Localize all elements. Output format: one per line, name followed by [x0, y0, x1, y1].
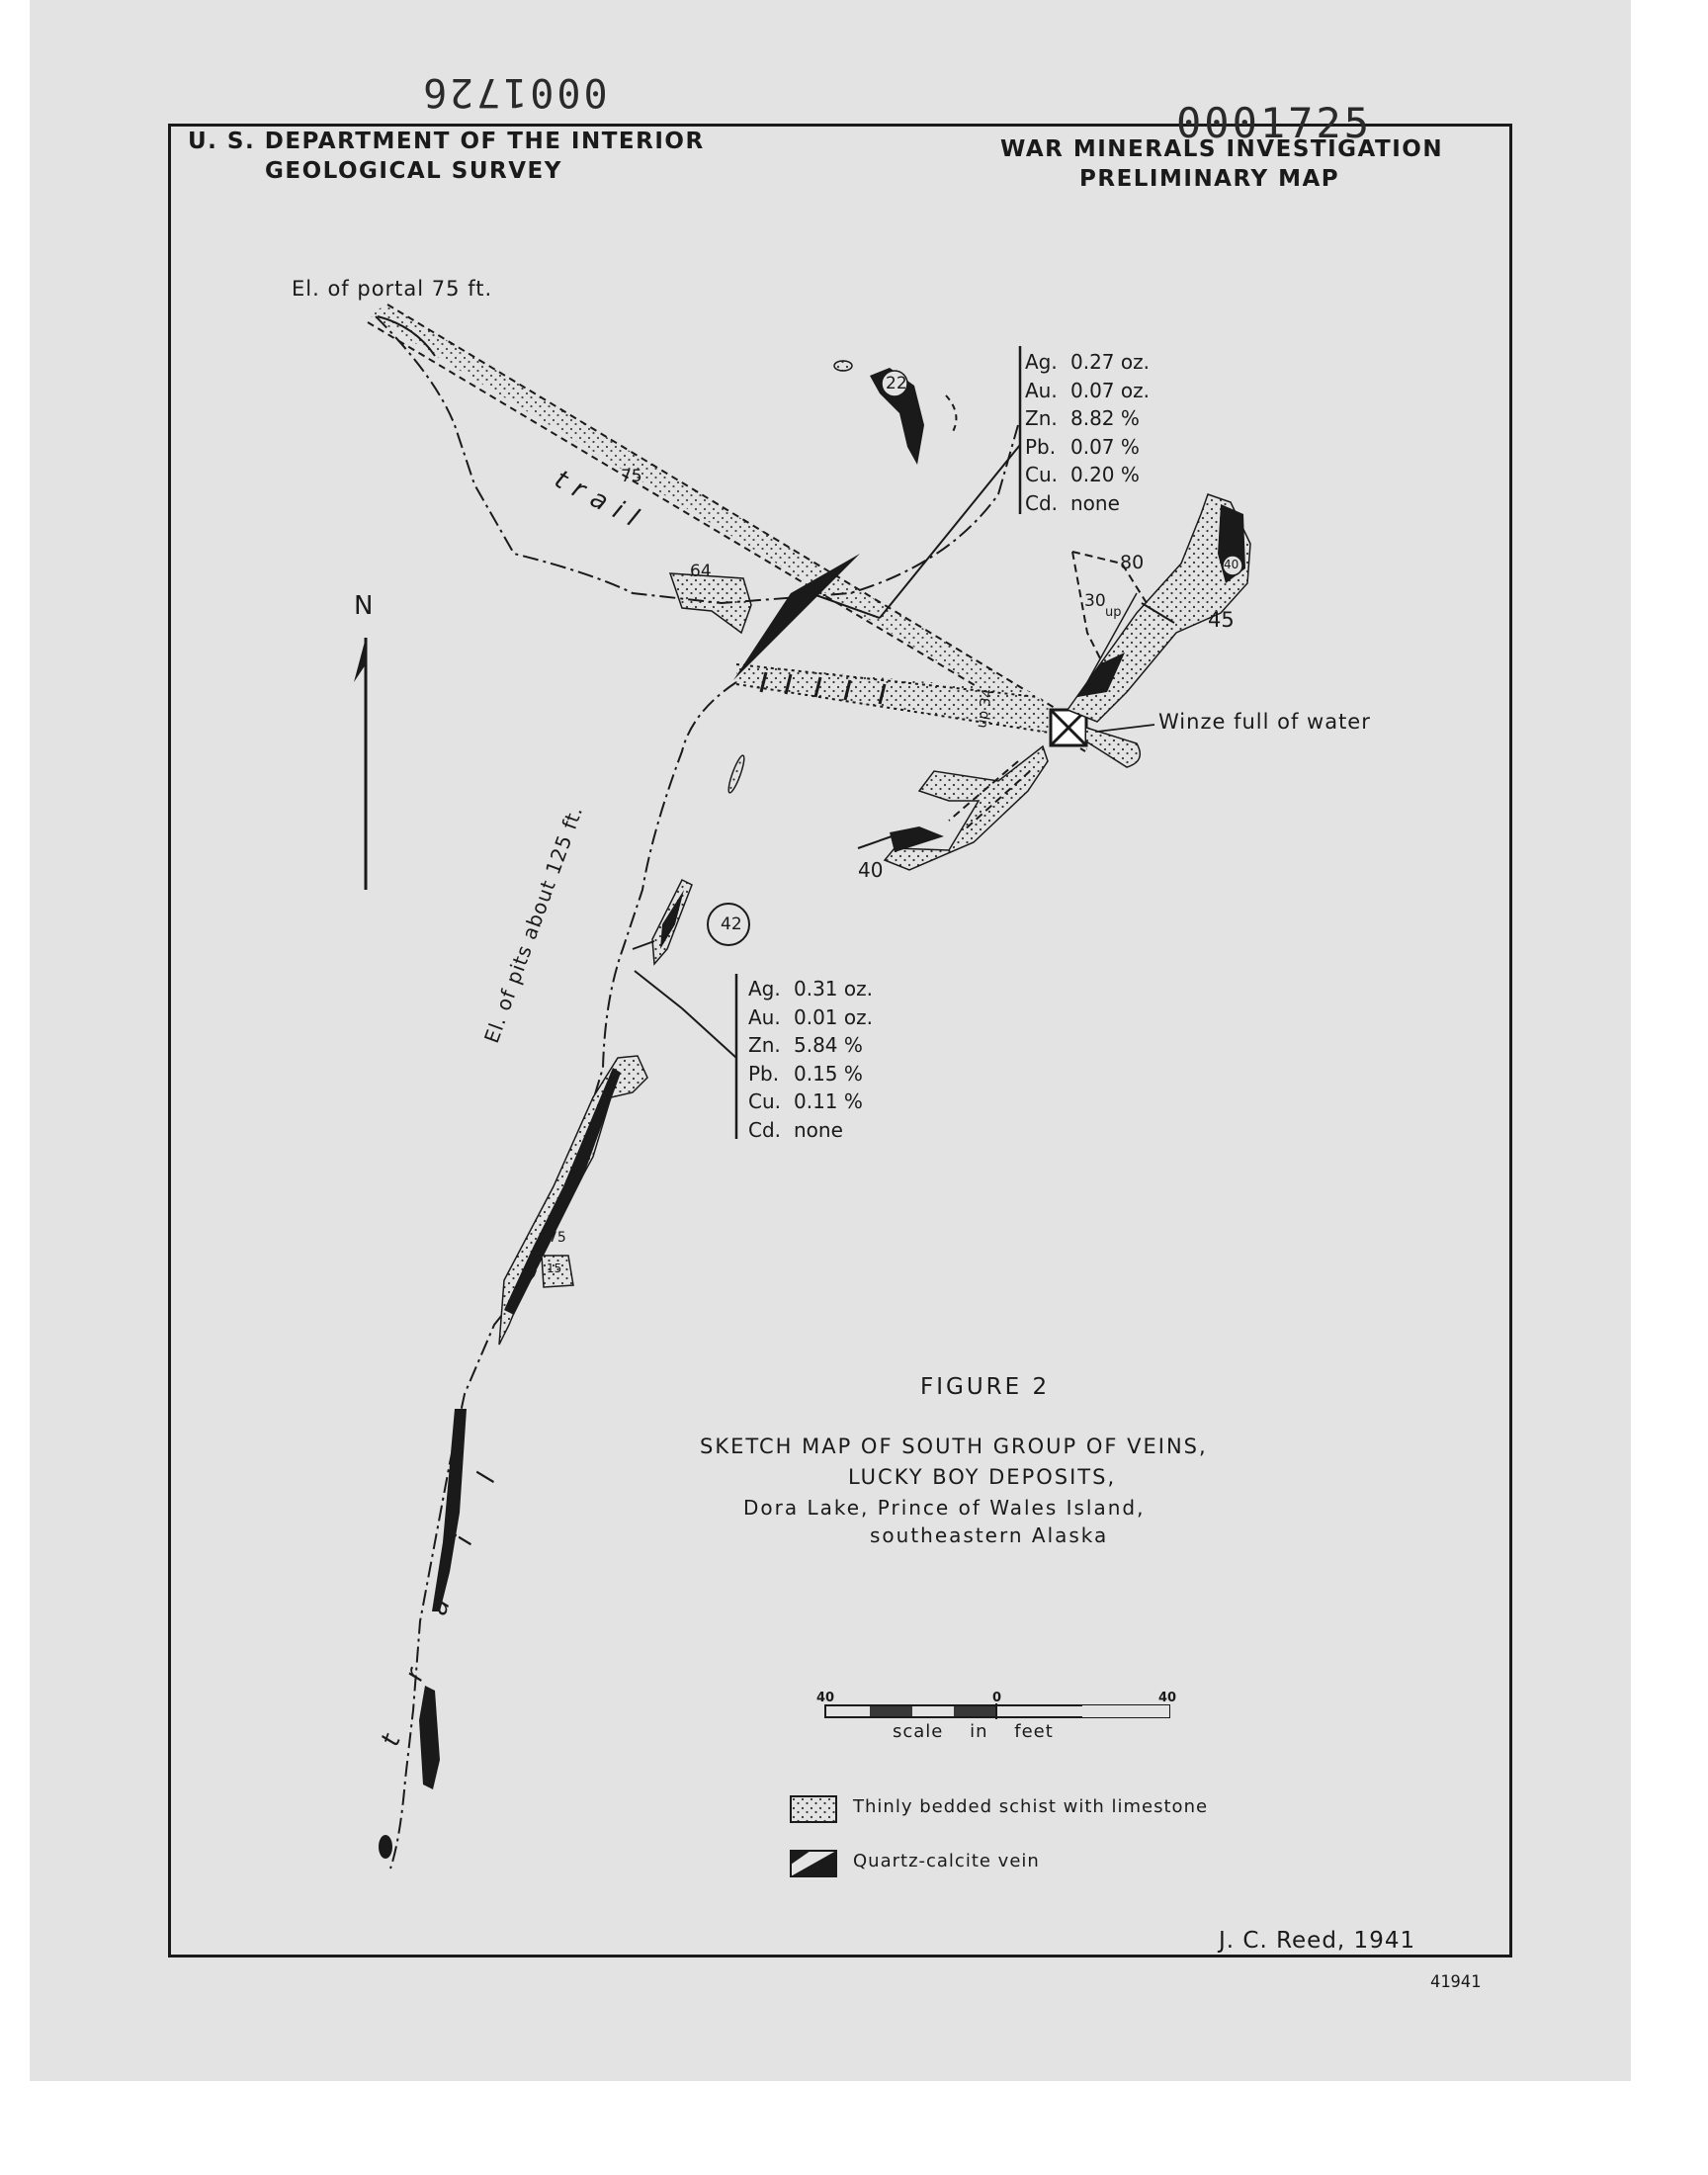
assay-value: 0.27 oz.: [1070, 350, 1150, 374]
north-arrow: [354, 638, 368, 890]
assay-element: Cd.: [748, 1117, 782, 1142]
caption-title-line1: SKETCH MAP OF SOUTH GROUP OF VEINS,: [700, 1435, 1208, 1458]
scale-label-left: 40: [816, 1691, 835, 1705]
legend-swatches: [790, 1795, 837, 1877]
legend-vein: Quartz-calcite vein: [853, 1851, 1040, 1871]
scale-units: scale in feet: [893, 1721, 1054, 1742]
assay-value: 8.82 %: [1070, 406, 1140, 430]
winze-symbol: [1049, 708, 1155, 768]
assay-element: Zn.: [748, 1033, 781, 1057]
assay-element: Pb.: [1025, 434, 1057, 459]
scale-bar: [824, 1703, 1170, 1719]
assay-value: none: [1070, 490, 1120, 515]
dip-label-40-small: 40: [1224, 558, 1239, 571]
assay-table-upper: Ag. 0.27 oz. Au. 0.07 oz. Zn. 8.82 % Pb. 0.0…: [1025, 348, 1150, 517]
author-credit: J. C. Reed, 1941: [1219, 1928, 1416, 1954]
dip-label-75-upper: 75: [621, 467, 642, 486]
scale-label-zero: 0: [992, 1691, 1002, 1705]
label-north: N: [354, 591, 375, 621]
lower-vein: [379, 1055, 648, 1859]
dip-label-30: 30: [1084, 591, 1106, 611]
assay-value: 0.20 %: [1070, 463, 1140, 486]
assay-element: Cd.: [1025, 490, 1059, 515]
upper-outcrops: [727, 360, 958, 794]
stamp-bottom-number: 41941: [1430, 1972, 1482, 1992]
assay-table-lower: Ag. 0.31 oz. Au. 0.01 oz. Zn. 5.84 % Pb. 0.1…: [748, 975, 873, 1144]
dip-label-42: 42: [721, 914, 742, 934]
label-up-small: up: [1105, 605, 1122, 620]
schist-lobe-south: [857, 744, 1049, 871]
caption-title-line2: LUCKY BOY DEPOSITS,: [848, 1465, 1117, 1489]
assay-element: Ag.: [1025, 350, 1058, 374]
assay-value: 0.07 oz.: [1070, 378, 1150, 402]
assay-value: 0.01 oz.: [794, 1004, 873, 1029]
central-vein: [668, 554, 860, 680]
caption-location-line2: southeastern Alaska: [870, 1523, 1109, 1547]
adit-tunnel: [367, 304, 1098, 752]
assay-element: Ag.: [748, 977, 781, 1000]
assay-element: Cu.: [1025, 463, 1058, 486]
map-sheet: [30, 0, 1631, 2081]
dip-label-80: 80: [1120, 552, 1145, 573]
caption-location-line1: Dora Lake, Prince of Wales Island,: [743, 1496, 1146, 1520]
header-survey: GEOLOGICAL SURVEY: [265, 158, 562, 184]
dip-label-75-lower: 75: [549, 1230, 566, 1246]
dip-label-22: 22: [886, 374, 907, 393]
header-map-status: PRELIMINARY MAP: [1079, 166, 1340, 192]
label-winze: Winze full of water: [1158, 710, 1371, 734]
trail-line: [375, 315, 1019, 1870]
stamp-document-number: 0001725: [1176, 99, 1373, 147]
stamp-inverted-number: 0001726: [420, 69, 608, 115]
legend-schist: Thinly bedded schist with limestone: [853, 1796, 1209, 1817]
assay-element: Zn.: [1025, 406, 1058, 430]
assay-value: 0.31 oz.: [794, 977, 873, 1000]
assay-value: 0.11 %: [794, 1089, 863, 1113]
assay-value: none: [794, 1117, 843, 1142]
scale-label-right: 40: [1158, 1691, 1177, 1705]
pit-42: [632, 878, 750, 966]
assay-element: Au.: [1025, 378, 1058, 402]
dip-label-40: 40: [858, 858, 884, 882]
assay-element: Au.: [748, 1004, 781, 1029]
assay-element: Cu.: [748, 1089, 781, 1113]
dip-label-15: 15: [547, 1262, 562, 1275]
assay-leaders: [634, 346, 1022, 1139]
assay-element: Pb.: [748, 1061, 780, 1086]
lower-drift: [735, 663, 1057, 735]
map-border: [168, 124, 1512, 1958]
schist-lobe-northeast: [1066, 493, 1251, 723]
figure-number: FIGURE 2: [920, 1374, 1051, 1400]
label-portal-elevation: El. of portal 75 ft.: [292, 277, 493, 301]
dip-label-45: 45: [1208, 608, 1235, 632]
assay-value: 0.15 %: [794, 1061, 863, 1086]
assay-value: 0.07 %: [1070, 434, 1140, 459]
header-department: U. S. DEPARTMENT OF THE INTERIOR: [188, 129, 705, 154]
header-program: WAR MINERALS INVESTIGATION: [1000, 136, 1444, 162]
dip-label-64: 64: [690, 562, 712, 581]
assay-value: 5.84 %: [794, 1033, 863, 1057]
